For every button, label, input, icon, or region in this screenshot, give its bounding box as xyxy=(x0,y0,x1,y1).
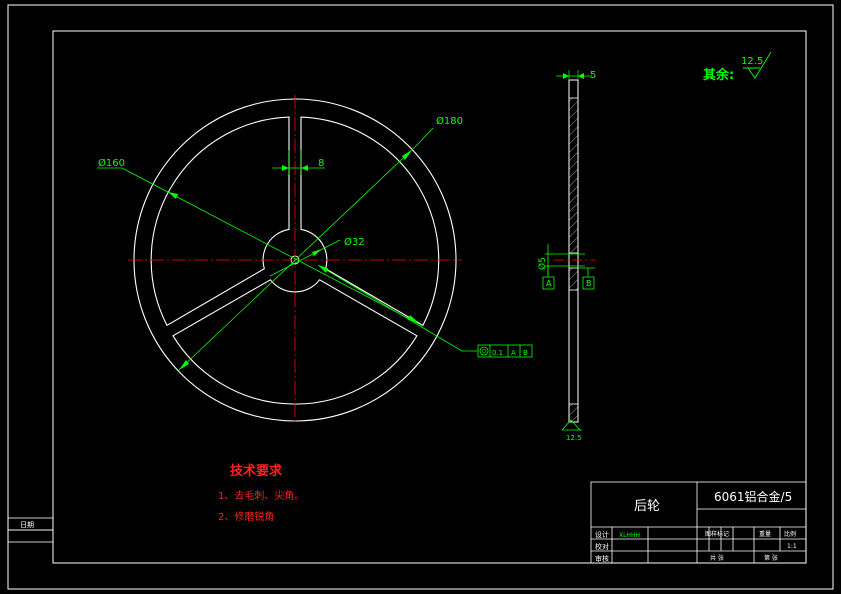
arrow-8a xyxy=(282,165,289,171)
sheet-total: 共 张 xyxy=(710,554,724,562)
wheel-side-view: 5 Ø5 A B 12.5 xyxy=(537,70,596,442)
part-material: 6061铝合金/5 xyxy=(714,489,792,504)
inner-frame xyxy=(52,30,807,564)
datum-b-box xyxy=(582,276,595,290)
tech-title: 技术要求 xyxy=(230,463,283,479)
roughness-side-value: 12.5 xyxy=(566,434,582,442)
arrow-160-a xyxy=(168,192,178,199)
tech-requirements: 技术要求 1、去毛刺、尖角。 2、修磨锐角 xyxy=(218,463,304,523)
hatch-top xyxy=(568,97,579,254)
scale-label: 比例 xyxy=(784,530,796,538)
design-label: 设计 xyxy=(595,530,609,539)
hatch-mid xyxy=(568,267,579,291)
roughness-label: 其余: xyxy=(703,67,734,83)
dim-line-180 xyxy=(178,143,419,371)
tech-line-2: 2、修磨锐角 xyxy=(218,510,274,523)
wheel-front-view: Ø180 Ø160 Ø32 8 0.1 A B xyxy=(97,95,533,425)
window-top-right xyxy=(300,116,440,327)
position-icon xyxy=(479,346,489,356)
arrow-5b xyxy=(578,73,584,79)
roughness-symbol xyxy=(747,51,772,79)
leader-180 xyxy=(417,127,434,145)
tolerance-leader xyxy=(317,264,478,352)
arrow-180-a xyxy=(179,360,189,370)
title-block xyxy=(590,481,807,564)
sheet-number: 第 张 xyxy=(764,554,778,562)
dim-outer-dia: Ø180 xyxy=(436,115,463,127)
tolerance-datum-b: B xyxy=(523,349,528,357)
window-top-left xyxy=(150,116,290,327)
dim-line-160 xyxy=(121,167,424,327)
dim-shaft-dia: Ø5 xyxy=(537,257,548,270)
weight-label: 重量 xyxy=(759,530,771,538)
dim-thickness: 5 xyxy=(590,70,596,81)
designer-name: XLHHH xyxy=(619,532,640,539)
arrow-32 xyxy=(312,249,322,256)
datum-a-label: A xyxy=(546,279,552,288)
window-bottom xyxy=(172,279,418,405)
binding-strip: 日期 xyxy=(7,517,54,543)
arrow-tolerance xyxy=(318,265,328,273)
tech-line-1: 1、去毛刺、尖角。 xyxy=(218,489,304,502)
roughness-value: 12.5 xyxy=(741,56,763,67)
date-label: 日期 xyxy=(20,521,34,529)
tolerance-frame: 0.1 A B xyxy=(477,344,533,358)
check-label: 校对 xyxy=(595,542,609,551)
scale-value: 1:1 xyxy=(787,543,797,550)
outer-frame xyxy=(7,4,834,590)
roughness-note: 其余: 12.5 xyxy=(703,51,772,83)
dim-line-32 xyxy=(269,239,341,277)
dim-inner-dia: Ø160 xyxy=(98,157,125,169)
roughness-symbol-side xyxy=(561,419,581,431)
hatch-bottom xyxy=(568,403,579,423)
datum-a-box xyxy=(542,276,555,290)
tolerance-value: 0.1 xyxy=(492,349,503,357)
arrow-8b xyxy=(301,165,308,171)
arrow-5a xyxy=(563,73,569,79)
datum-b-label: B xyxy=(586,279,592,288)
tolerance-datum-a: A xyxy=(511,349,516,357)
arrow-160-b xyxy=(408,315,418,322)
approve-label: 审核 xyxy=(595,554,609,563)
marks-label: 图样标记 xyxy=(705,530,729,538)
dim-hub-dia: Ø32 xyxy=(344,236,365,248)
dim-spoke-width: 8 xyxy=(318,158,324,169)
part-name: 后轮 xyxy=(634,499,660,514)
arrow-180-b xyxy=(402,150,412,160)
